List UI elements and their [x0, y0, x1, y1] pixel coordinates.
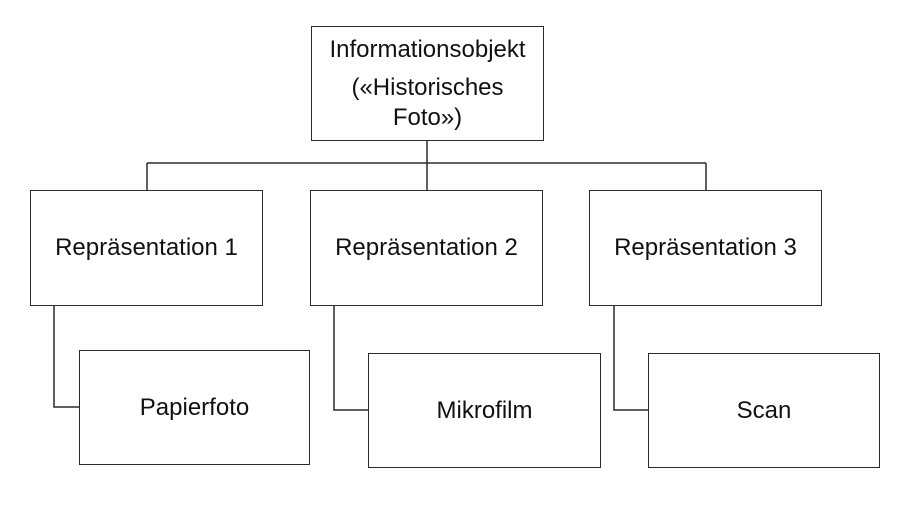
- carrier-label-1: Papierfoto: [139, 393, 250, 421]
- representation-node-1: Repräsentation 1: [30, 190, 263, 306]
- carrier-label-3: Scan: [736, 396, 792, 424]
- representation-label-3: Repräsentation 3: [614, 234, 797, 261]
- connector-rep-1-to-carrier: [53, 306, 79, 408]
- connector-rep-2-to-carrier: [333, 306, 368, 411]
- information-object-node: Informationsobjekt («Historisches Foto»): [311, 26, 544, 141]
- representation-label-1: Repräsentation 1: [55, 234, 238, 261]
- connector-rep-3-to-carrier: [613, 306, 648, 411]
- carrier-label-2: Mikrofilm: [436, 396, 533, 424]
- root-node-subtitle-line-1: («Historisches: [351, 73, 504, 101]
- carrier-node-2: Mikrofilm: [368, 353, 601, 468]
- root-node-subtitle-line-2: Foto»): [392, 103, 463, 131]
- representation-node-2: Repräsentation 2: [310, 190, 543, 306]
- representation-node-3: Repräsentation 3: [589, 190, 822, 306]
- representation-label-2: Repräsentation 2: [335, 234, 518, 261]
- carrier-node-3: Scan: [648, 353, 880, 468]
- carrier-node-1: Papierfoto: [79, 350, 310, 465]
- root-node-title: Informationsobjekt: [329, 35, 526, 63]
